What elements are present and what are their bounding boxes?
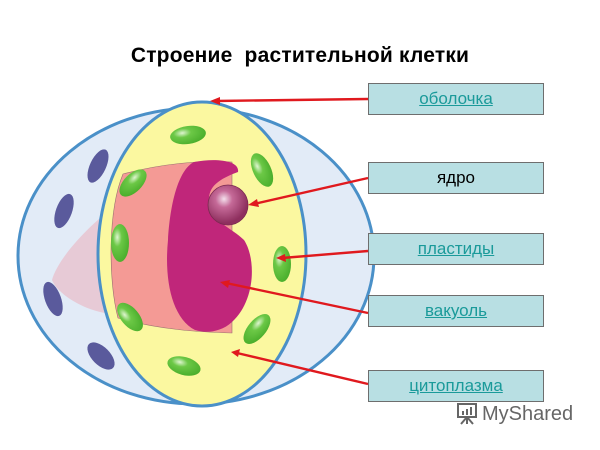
page-title: Строение растительной клетки bbox=[130, 44, 470, 67]
plastids bbox=[111, 125, 291, 376]
label-plastids[interactable]: пластиды bbox=[368, 233, 544, 265]
label-cell-wall[interactable]: оболочка bbox=[368, 83, 544, 115]
label-cytoplasm[interactable]: цитоплазма bbox=[368, 370, 544, 402]
presentation-board-icon bbox=[457, 403, 477, 425]
watermark: MyShared bbox=[456, 402, 573, 426]
label-nucleus: ядро bbox=[368, 162, 544, 194]
nucleus bbox=[207, 184, 249, 226]
outer-organelle-dots bbox=[43, 149, 115, 370]
label-plastids-text[interactable]: пластиды bbox=[417, 239, 495, 258]
label-nucleus-text: ядро bbox=[436, 168, 476, 187]
pointer-arrows bbox=[210, 97, 369, 386]
label-cell-wall-text[interactable]: оболочка bbox=[419, 89, 493, 108]
vacuole-inner bbox=[167, 160, 252, 332]
label-vacuole[interactable]: вакуоль bbox=[368, 295, 544, 327]
label-cytoplasm-text[interactable]: цитоплазма bbox=[409, 376, 503, 395]
label-vacuole-text[interactable]: вакуоль bbox=[424, 301, 488, 320]
watermark-text: MyShared bbox=[482, 402, 574, 425]
